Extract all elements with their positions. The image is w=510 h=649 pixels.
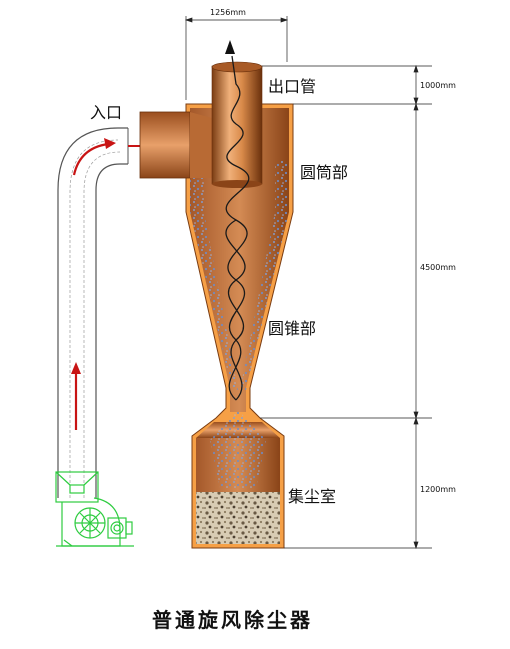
dimension-lines (184, 16, 432, 550)
cyclone-body (185, 103, 294, 549)
label-outlet-pipe: 出口管 (268, 77, 316, 96)
black-arrow-icon (225, 40, 235, 54)
dimension-chamber-height: 1200mm (420, 485, 456, 494)
diagram-caption: 普通旋风除尘器 (152, 608, 313, 632)
label-dust-chamber: 集尘室 (288, 487, 336, 506)
red-arrow-icon (71, 362, 81, 430)
inlet-box (139, 111, 212, 179)
red-arrow-icon (72, 138, 116, 176)
label-inlet: 入口 (90, 103, 122, 122)
dimension-body-height: 4500mm (420, 263, 456, 272)
inlet-duct (57, 127, 140, 498)
centrifugal-fan-icon (55, 471, 134, 547)
spiral-flow-line (225, 55, 250, 401)
label-cone-section: 圆锥部 (268, 319, 316, 338)
dimension-outlet-width: 1256mm (210, 8, 246, 17)
dimension-outlet-height: 1000mm (420, 81, 456, 90)
label-cylinder-section: 圆筒部 (300, 163, 348, 182)
